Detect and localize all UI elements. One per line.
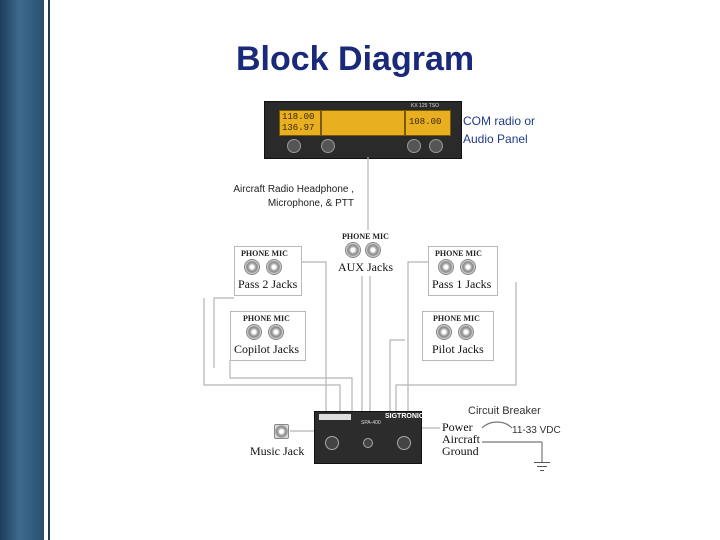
copilot-jacks-group: PHONE MIC Copilot Jacks	[230, 311, 306, 361]
com-radio-unit: 118.00 136.97 108.00 KX 125 TSO	[264, 101, 462, 159]
circuit-breaker-symbol	[481, 421, 513, 429]
audio-panel-brand: SIGTRONICS	[385, 413, 429, 420]
audio-squelch-knob	[397, 436, 411, 450]
audio-panel-unit: SIGTRONICS SPA-400	[314, 411, 429, 464]
radio-active-display: 118.00 136.97	[279, 110, 321, 136]
power-label-line2: Aircraft	[442, 432, 480, 446]
pass2-jacks-group: PHONE MIC Pass 2 Jacks	[234, 246, 302, 296]
headphone-label-line2: Microphone, & PTT	[267, 198, 354, 209]
right-outer-wire	[395, 282, 517, 411]
pilot-phone-jack-icon	[436, 324, 452, 340]
power-label-line1: Power	[442, 420, 473, 434]
pilot-jack-header: PHONE MIC	[433, 314, 480, 323]
music-jack-icon	[274, 424, 289, 439]
radio-active-top-readout: 118.00	[282, 112, 315, 122]
radio-standby-display: 108.00	[405, 110, 451, 136]
radio-model-label: KX 125 TSO	[411, 103, 439, 109]
voltage-label: 11-33 VDC	[512, 425, 561, 436]
pilot-jacks-group: PHONE MIC Pilot Jacks	[422, 311, 494, 361]
music-jack-label: Music Jack	[250, 444, 305, 458]
com-radio-label-line1: COM radio or	[463, 114, 536, 128]
copilot-mic-jack-icon	[268, 324, 284, 340]
headphone-label-line1: Aircraft Radio Headphone ,	[233, 184, 354, 195]
aux-phone-jack-icon	[345, 242, 361, 258]
pass2-wire	[300, 261, 327, 411]
pilot-wire	[389, 339, 405, 411]
circuit-breaker-label: Circuit Breaker	[468, 405, 541, 417]
aux-jacks-group: PHONE MIC AUX Jacks	[336, 230, 400, 276]
left-divider-line	[48, 0, 50, 540]
power-label-line3: Ground	[442, 444, 479, 458]
pass1-phone-jack-icon	[438, 259, 454, 275]
left-outer-wire	[203, 298, 341, 411]
copilot-wire	[229, 360, 353, 411]
power-label: Power Aircraft Ground	[442, 421, 480, 457]
copilot-jacks-label: Copilot Jacks	[234, 342, 299, 356]
copilot-wire-a	[213, 297, 234, 368]
radio-com-knob	[321, 139, 335, 153]
ground-symbol-line1	[534, 462, 550, 463]
ground-symbol-line3	[540, 470, 544, 471]
audio-mode-switch	[363, 438, 373, 448]
audio-panel-model: SPA-400	[361, 420, 381, 426]
radio-volume-knob	[287, 139, 301, 153]
aux-jack-header: PHONE MIC	[342, 232, 389, 241]
audio-panel-nameplate	[319, 414, 351, 420]
left-decorative-bar	[0, 0, 44, 540]
radio-freq-knob	[429, 139, 443, 153]
radio-center-display	[321, 110, 405, 136]
page-title: Block Diagram	[236, 40, 475, 78]
com-radio-label-line2: Audio Panel	[463, 132, 528, 146]
aux-jacks-label: AUX Jacks	[338, 260, 393, 274]
pass2-phone-jack-icon	[244, 259, 260, 275]
radio-nav-knob	[407, 139, 421, 153]
pass2-jack-header: PHONE MIC	[241, 249, 288, 258]
pass1-mic-jack-icon	[460, 259, 476, 275]
pass1-jacks-label: Pass 1 Jacks	[432, 277, 492, 291]
ground-symbol-line2	[537, 466, 547, 467]
pass1-wire	[407, 261, 428, 411]
pass2-jacks-label: Pass 2 Jacks	[238, 277, 298, 291]
radio-standby-readout: 108.00	[409, 117, 442, 127]
aux-mic-jack-icon	[365, 242, 381, 258]
pass1-jack-header: PHONE MIC	[435, 249, 482, 258]
pass2-mic-jack-icon	[266, 259, 282, 275]
pilot-jacks-label: Pilot Jacks	[432, 342, 484, 356]
copilot-phone-jack-icon	[246, 324, 262, 340]
copilot-jack-header: PHONE MIC	[243, 314, 290, 323]
pass1-jacks-group: PHONE MIC Pass 1 Jacks	[428, 246, 498, 296]
com-radio-label: COM radio or Audio Panel	[463, 112, 535, 148]
pilot-mic-jack-icon	[458, 324, 474, 340]
audio-volume-knob	[325, 436, 339, 450]
headphone-label: Aircraft Radio Headphone , Microphone, &…	[190, 183, 354, 211]
radio-active-bottom-readout: 136.97	[282, 123, 315, 133]
